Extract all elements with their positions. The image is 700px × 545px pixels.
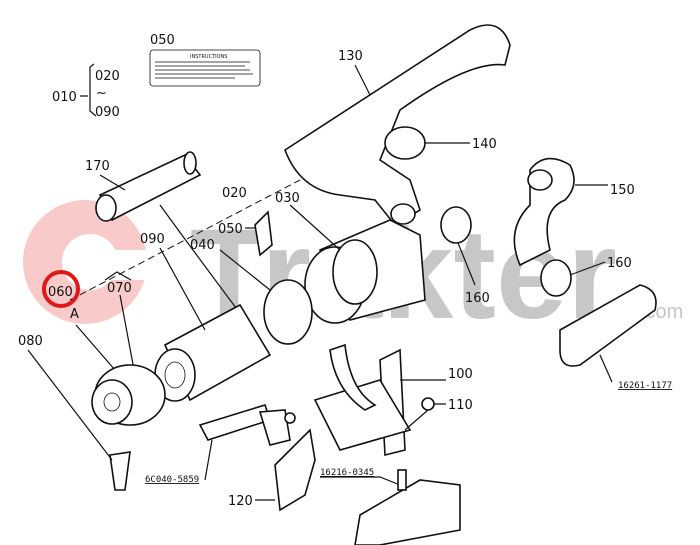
- label-090: 090: [140, 232, 165, 247]
- filter-element-090: [154, 303, 272, 402]
- instruction-sticker: 050 INSTRUCTIONS: [149, 33, 261, 87]
- label-050: 050: [218, 222, 243, 237]
- label-010: 010: [52, 90, 77, 105]
- hose-clamp-160b: [540, 259, 572, 297]
- label-130: 130: [338, 49, 363, 64]
- plate-120: [274, 428, 316, 512]
- assembly-bracket: 010 020 ~ 090: [52, 63, 120, 120]
- label-160-b: 160: [607, 256, 632, 271]
- decal-050: [254, 210, 273, 257]
- label-050-sticker: 050: [150, 33, 175, 48]
- label-160-a: 160: [465, 291, 490, 306]
- part-number-6C040-5859: 6C040-5859: [145, 475, 199, 485]
- elbow-hose-150: [513, 157, 575, 267]
- mounting-bracket: [313, 343, 412, 457]
- hose-clamp-140: [384, 126, 426, 160]
- air-cleaner-body: [304, 219, 426, 324]
- label-170: 170: [85, 159, 110, 174]
- filter-element-170: [95, 151, 202, 222]
- label-070: 070: [107, 281, 132, 296]
- sticker-title: INSTRUCTIONS: [190, 54, 227, 60]
- hose-clamp-160a: [440, 206, 472, 244]
- label-110: 110: [448, 398, 473, 413]
- precleaner: [559, 284, 657, 367]
- label-140: 140: [472, 137, 497, 152]
- label-090-range: 090: [95, 105, 120, 120]
- label-150: 150: [610, 183, 635, 198]
- label-020: 020: [222, 186, 247, 201]
- label-100: 100: [448, 367, 473, 382]
- intake-hose: [284, 24, 511, 227]
- label-A: A: [70, 307, 79, 322]
- support-bracket: [198, 404, 272, 441]
- air-cleaner-cover: [91, 364, 166, 491]
- part-number-16216-0345: 16216-0345: [320, 468, 374, 478]
- label-020-range: 020: [95, 69, 120, 84]
- part-number-16261-1177: 16261-1177: [618, 381, 672, 391]
- gasket-040: [263, 279, 313, 345]
- range-tilde: ~: [96, 86, 107, 101]
- bolt: [284, 412, 296, 424]
- engine-block: [354, 479, 461, 545]
- label-030: 030: [275, 191, 300, 206]
- highlight-circle-060: [42, 270, 80, 308]
- label-040: 040: [190, 238, 215, 253]
- label-120: 120: [228, 494, 253, 509]
- nut-110: [421, 397, 435, 411]
- label-060[interactable]: 060: [48, 285, 73, 300]
- label-080: 080: [18, 334, 43, 349]
